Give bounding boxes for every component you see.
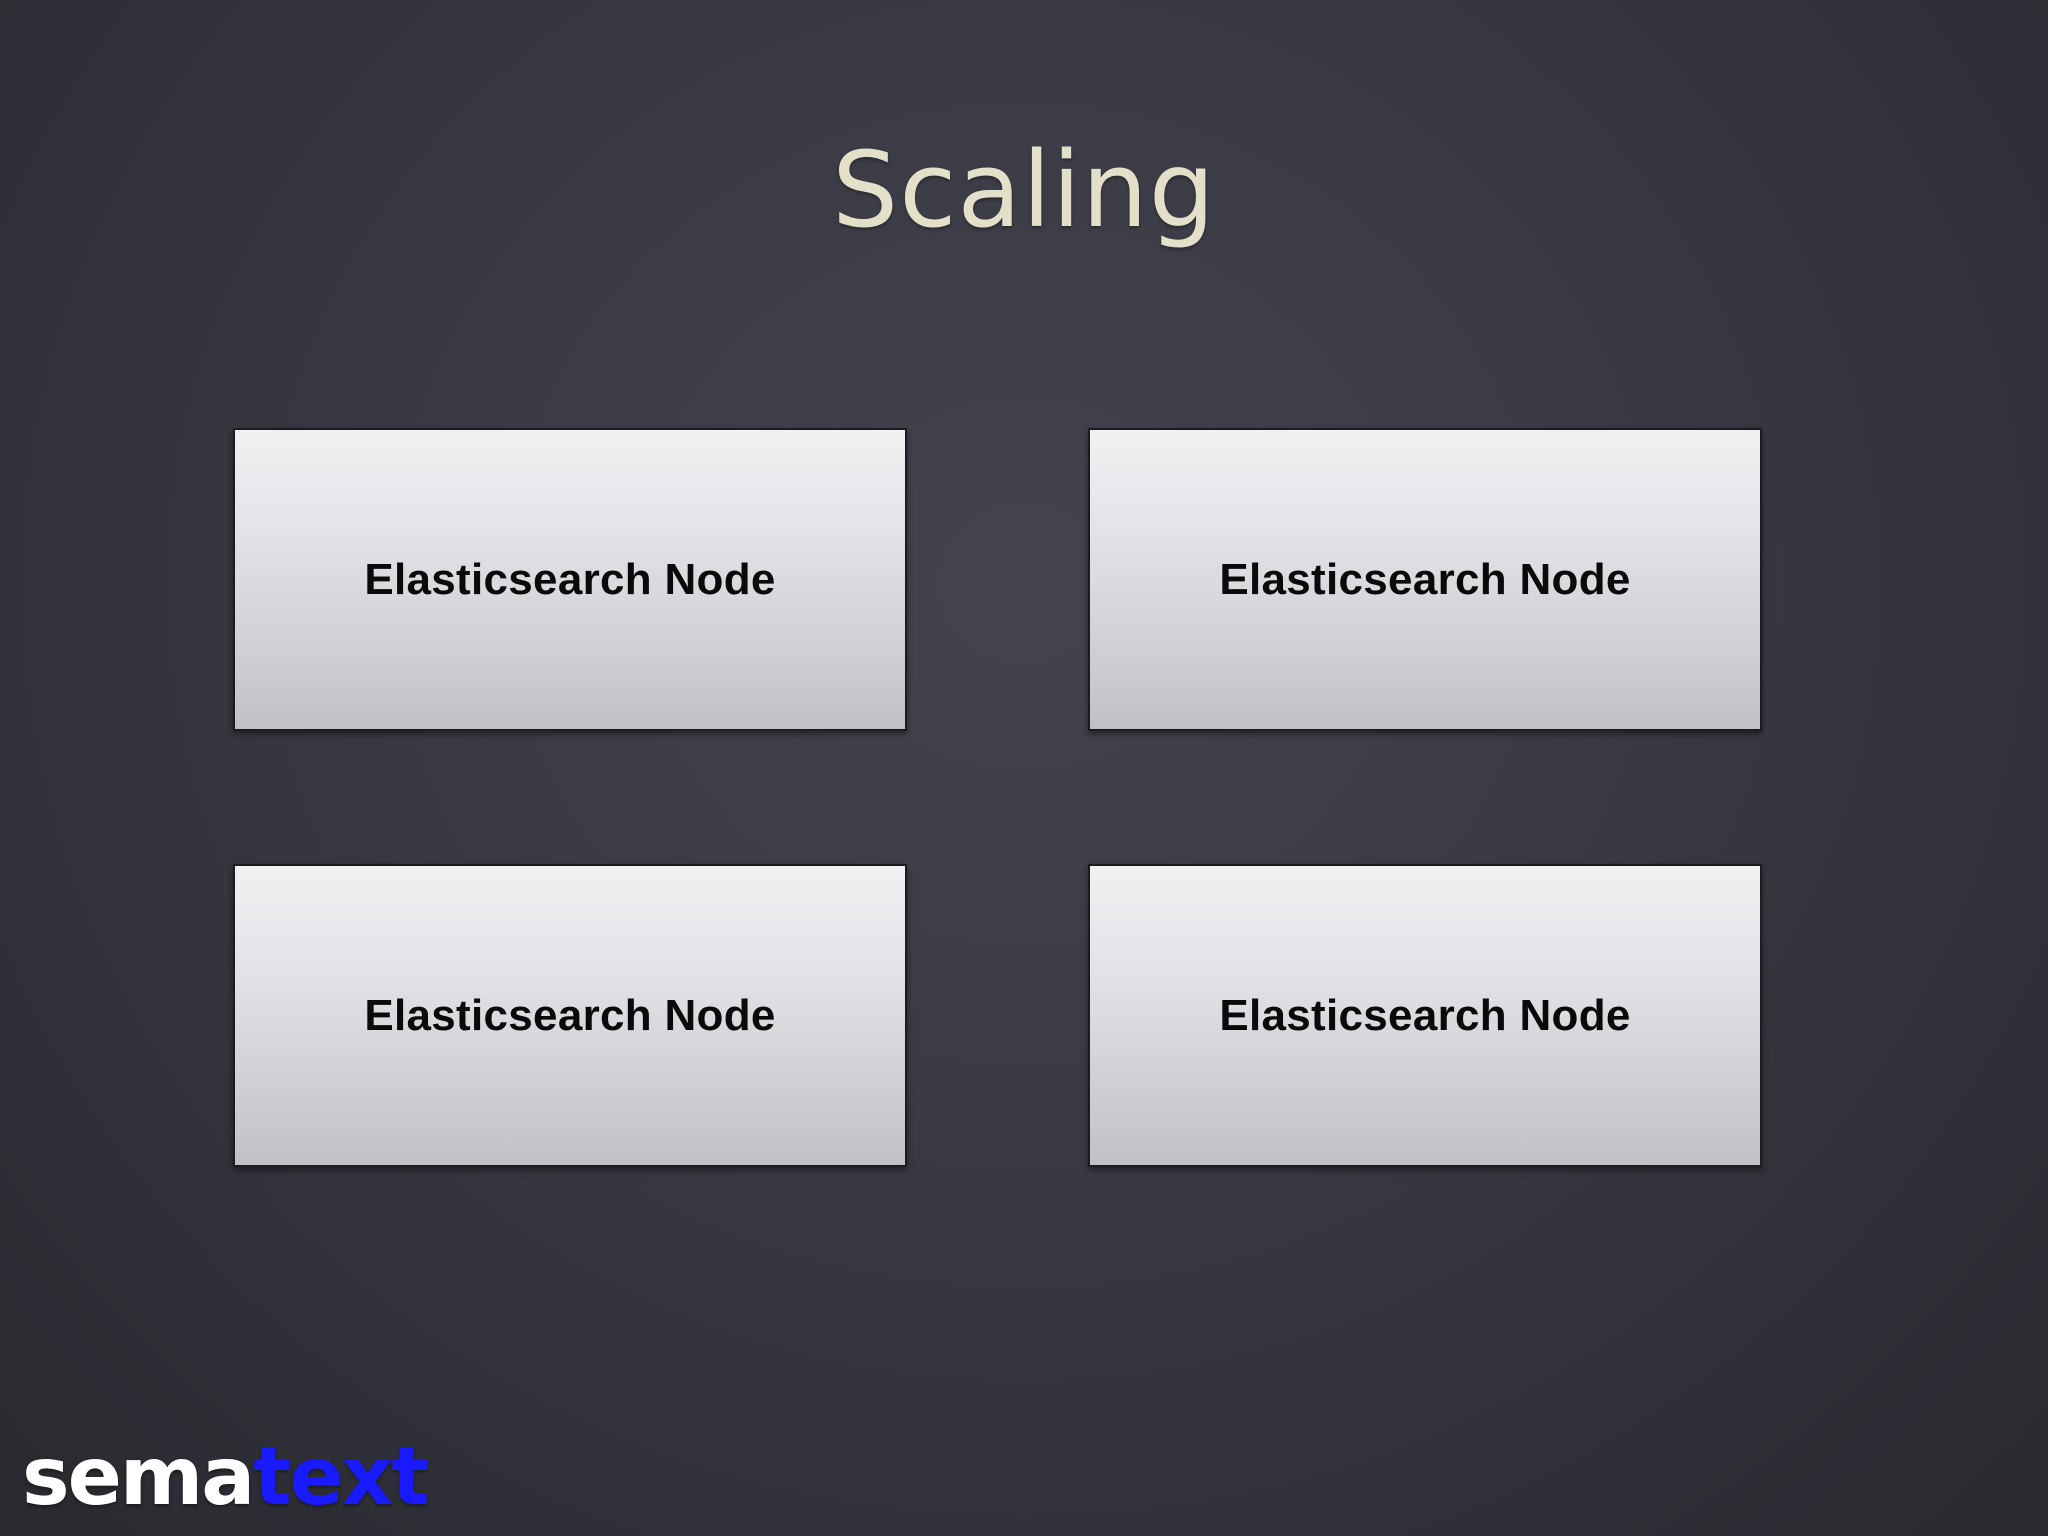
elasticsearch-node-box: Elasticsearch Node: [1088, 864, 1762, 1167]
node-label: Elasticsearch Node: [1219, 990, 1631, 1040]
node-label: Elasticsearch Node: [364, 554, 776, 604]
node-label: Elasticsearch Node: [364, 990, 776, 1040]
logo-text-text: text: [253, 1430, 429, 1523]
elasticsearch-node-box: Elasticsearch Node: [233, 428, 907, 731]
elasticsearch-node-box: Elasticsearch Node: [233, 864, 907, 1167]
elasticsearch-node-box: Elasticsearch Node: [1088, 428, 1762, 731]
node-label: Elasticsearch Node: [1219, 554, 1631, 604]
logo-text-sema: sema: [22, 1430, 255, 1523]
sematext-logo: sematext: [22, 1430, 430, 1523]
slide-title: Scaling: [832, 129, 1216, 251]
